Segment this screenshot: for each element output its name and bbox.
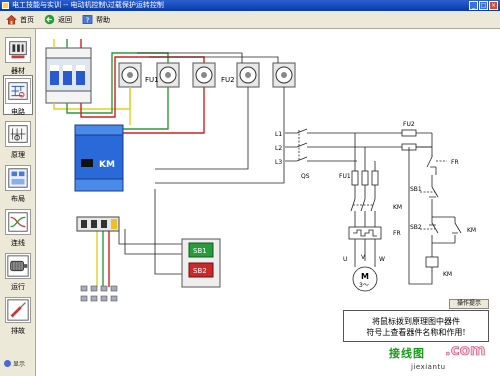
sch-km-main[interactable]: KM xyxy=(350,198,402,212)
panel-wires xyxy=(53,39,285,287)
watermark: 接线图 .com jiexiantu xyxy=(389,341,499,373)
svg-text:FR: FR xyxy=(393,230,401,237)
display-toggle[interactable]: 显示 xyxy=(4,359,25,368)
sidebar-item-wiring[interactable]: 连线 xyxy=(3,207,33,247)
svg-text:KM: KM xyxy=(393,204,402,211)
svg-text:3～: 3～ xyxy=(359,282,369,289)
sidebar-item-layout[interactable]: 布局 xyxy=(3,163,33,203)
wiring-icon xyxy=(5,209,31,235)
fuse-2[interactable] xyxy=(156,62,180,88)
close-button[interactable]: × xyxy=(489,1,498,10)
svg-text:SB2: SB2 xyxy=(193,267,207,275)
sch-fr-main[interactable]: FR xyxy=(348,226,401,240)
button-box: SB1 SB2 xyxy=(181,238,221,288)
sch-u-label: U xyxy=(343,256,347,263)
sch-fr-contact[interactable]: FR xyxy=(426,155,459,179)
panel-fu2-label: FU2 xyxy=(221,76,235,84)
window-controls: _ □ × xyxy=(469,1,498,10)
circuit-icon xyxy=(5,78,31,104)
sidebar-item-equipment[interactable]: 器材 xyxy=(3,35,33,75)
sch-l1-label: L1 xyxy=(275,131,282,138)
sch-motor[interactable]: M 3～ xyxy=(352,266,378,292)
app-icon xyxy=(2,2,9,9)
toolbar: 首页 返回 ? 帮助 xyxy=(0,11,500,29)
watermark-text: 接线图 xyxy=(389,347,425,360)
sidebar-item-run[interactable]: 运行 xyxy=(3,251,33,291)
sch-sb2[interactable]: SB2 xyxy=(410,217,439,243)
fuse-5[interactable] xyxy=(272,62,296,88)
svg-text:SB1: SB1 xyxy=(410,186,422,193)
sidebar: 器材 电路 原理 布局 连线 xyxy=(0,29,36,376)
svg-text:?: ? xyxy=(86,15,90,24)
sch-l3-label: L3 xyxy=(275,159,282,166)
svg-text:FU2: FU2 xyxy=(403,121,415,128)
hint-line-1: 将鼠标拨到原理图中器件 xyxy=(372,317,460,326)
sch-w-label: W xyxy=(379,256,385,263)
terminal-block xyxy=(80,285,118,302)
fuse-4[interactable] xyxy=(236,62,260,88)
help-button[interactable]: ? 帮助 xyxy=(82,14,110,25)
equipment-icon xyxy=(5,37,31,63)
circuit-breaker[interactable] xyxy=(45,47,92,104)
wiring-diagram: FU1 FU2 KM xyxy=(45,39,476,302)
display-icon xyxy=(4,360,11,367)
panel-fu1-label: FU1 xyxy=(145,76,159,84)
fuse-row: FU1 FU2 xyxy=(118,62,296,88)
screwdriver-icon xyxy=(5,297,31,323)
minimize-button[interactable]: _ xyxy=(469,1,478,10)
hint-line-2: 符号上查看器件名称和作用! xyxy=(366,328,466,337)
schematic: L1 L2 L3 QS FU1 KM xyxy=(275,121,476,292)
panel-km-label: KM xyxy=(99,160,115,170)
layout-icon xyxy=(5,165,31,191)
svg-text:FU1: FU1 xyxy=(339,173,351,180)
sch-v-label: V xyxy=(361,254,366,261)
back-arrow-icon xyxy=(44,14,55,25)
operation-hint-box: 将鼠标拨到原理图中器件 符号上查看器件名称和作用! xyxy=(343,310,489,342)
contactor[interactable]: KM xyxy=(74,124,124,192)
sch-l2-label: L2 xyxy=(275,145,282,152)
svg-text:QS: QS xyxy=(301,173,310,180)
thermal-relay[interactable] xyxy=(76,216,120,232)
watermark-sub: jiexiantu xyxy=(411,363,446,371)
operation-hint-button[interactable]: 操作提示 xyxy=(449,299,489,309)
maximize-button[interactable]: □ xyxy=(479,1,488,10)
sch-fu2[interactable]: FU2 xyxy=(401,121,417,151)
back-button[interactable]: 返回 xyxy=(44,14,72,25)
home-icon xyxy=(6,15,17,25)
sch-sb1[interactable]: SB1 xyxy=(410,186,439,207)
title-bar: 电工技能与实训 -- 电动机控制\过载保护运转控制 _ □ × xyxy=(0,0,500,11)
start-button-sb2[interactable]: SB2 xyxy=(188,262,214,278)
fuse-3[interactable] xyxy=(192,62,216,88)
svg-text:SB2: SB2 xyxy=(410,224,422,231)
home-button[interactable]: 首页 xyxy=(6,14,34,25)
sch-fu1[interactable]: FU1 xyxy=(339,170,379,186)
help-icon: ? xyxy=(82,15,93,24)
svg-text:M: M xyxy=(361,272,369,281)
watermark-com: .com xyxy=(445,341,486,360)
schematic-icon xyxy=(5,121,31,147)
fuse-1[interactable] xyxy=(118,62,142,88)
stop-button-sb1[interactable]: SB1 xyxy=(188,242,214,258)
sidebar-item-troubleshoot[interactable]: 排故 xyxy=(3,295,33,335)
sidebar-item-circuit[interactable]: 电路 xyxy=(3,75,33,116)
svg-text:SB1: SB1 xyxy=(193,247,207,255)
sidebar-item-principle[interactable]: 原理 xyxy=(3,119,33,159)
sch-km-coil[interactable]: KM xyxy=(425,256,452,278)
svg-text:KM: KM xyxy=(443,271,452,278)
window-title: 电工技能与实训 -- 电动机控制\过载保护运转控制 xyxy=(12,1,164,9)
main-stage: FU1 FU2 KM xyxy=(37,29,500,376)
motor-run-icon xyxy=(5,253,31,279)
svg-text:KM: KM xyxy=(467,227,476,234)
sch-km-aux[interactable]: KM xyxy=(452,217,476,243)
svg-text:FR: FR xyxy=(451,159,459,166)
